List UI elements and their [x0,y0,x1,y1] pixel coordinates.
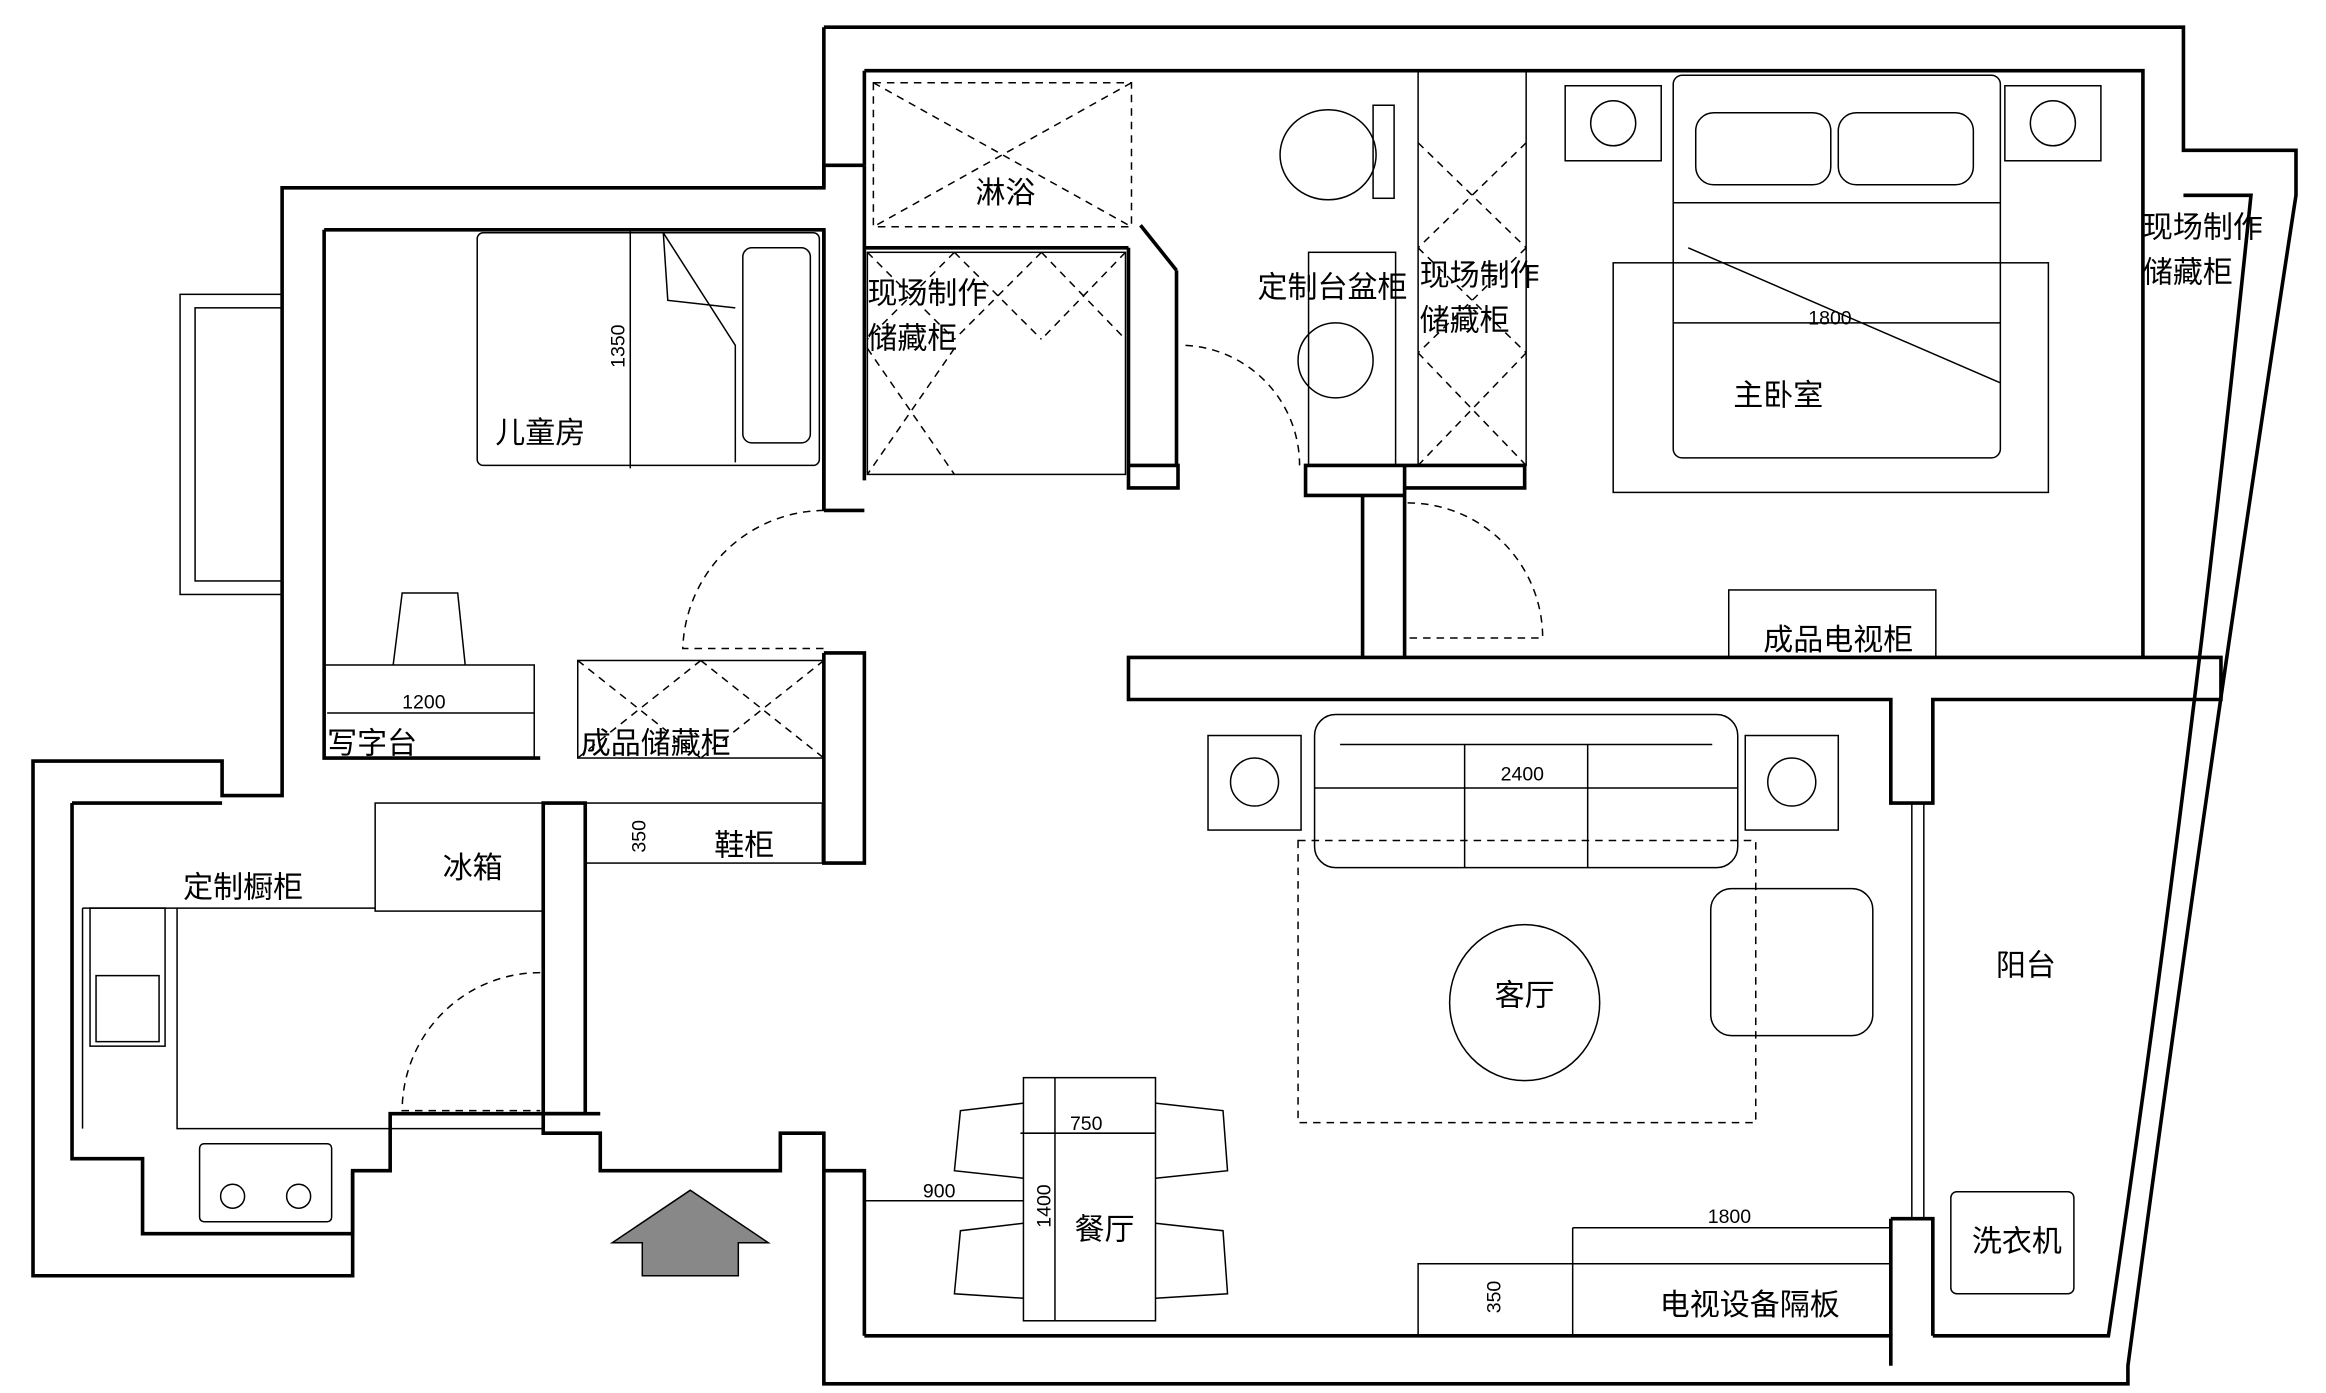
desk [323,664,535,759]
lamp-icon [1229,757,1280,807]
dim-table-width: 750 [1070,1113,1103,1135]
label-storage-3a: 现场制作 [2143,210,2263,245]
dim-table-length: 1400 [1033,1184,1055,1228]
kitchen-door-swing [401,971,541,1112]
tv-cabinet [1727,589,1937,659]
balcony-door [1911,803,1925,1219]
entrance-arrow-icon [609,1189,771,1277]
burner-icon [219,1183,246,1209]
label-dining-room: 餐厅 [1074,1213,1134,1248]
shoe-cabinet [584,802,824,864]
sink-icon [1297,322,1374,399]
sofa-cushions [1314,743,1738,868]
label-balcony: 阳台 [1996,949,2056,984]
sink-basin [95,974,160,1043]
vanity-cabinet [1307,251,1397,467]
kitchen-counter [81,907,544,1130]
side-table-right [1744,734,1840,831]
kids-bed-blanket [662,232,737,463]
dim-shoe: 350 [628,820,650,853]
desk-chair [392,592,466,666]
label-desk: 写字台 [327,727,417,762]
bedroom-rug [1612,262,2050,494]
label-kitchen-cabinet: 定制橱柜 [183,871,303,906]
armchair [1709,887,1874,1037]
pillow-icon [1694,111,1832,186]
label-storage-2a: 现场制作 [1420,258,1540,293]
interior-walls [541,165,2223,1336]
burner-icon [285,1183,312,1209]
storage-cabinet-1-cross [866,251,1127,475]
tv-shelf [1417,1262,1892,1337]
sofa [1313,713,1739,869]
bedroom-door-swing [1407,502,1544,639]
dim-table-offset: 900 [923,1181,956,1203]
storage-cabinet-2 [1417,69,1527,467]
kids-door-swing [682,509,824,650]
label-kids-room: 儿童房 [495,416,585,451]
dim-kids-bed: 1350 [607,324,629,368]
shower-cross [873,82,1132,228]
kids-bed [476,232,821,467]
label-storage-2b: 储藏柜 [1420,303,1510,338]
washing-machine [1950,1190,2075,1295]
label-tv-shelf: 电视设备隔板 [1660,1288,1840,1323]
dim-tv-shelf-depth: 350 [1484,1281,1506,1314]
label-storage-1b: 储藏柜 [867,321,957,356]
storage-cabinet-1 [866,251,1127,476]
label-fridge: 冰箱 [443,851,503,886]
label-storage-1a: 现场制作 [867,276,987,311]
label-storage-finished: 成品储藏柜 [581,727,731,762]
label-shower: 淋浴 [975,176,1035,211]
label-storage-3b: 储藏柜 [2143,255,2233,290]
dim-master-bed: 1800 [1808,307,1852,329]
dim-sofa: 2400 [1501,764,1545,786]
bed-sheet [1673,202,2001,384]
sink-icon [89,907,166,1047]
living-rug [1297,839,1757,1124]
shower-area [872,81,1133,228]
label-tv-cabinet: 成品电视柜 [1763,623,1913,658]
nightstand-right [2004,84,2102,162]
label-living-room: 客厅 [1495,979,1555,1014]
dim-desk: 1200 [402,692,446,714]
label-shoe-cabinet: 鞋柜 [714,829,774,864]
nightstand-left [1564,84,1662,162]
master-bed [1672,74,2002,459]
label-washer: 洗衣机 [1972,1225,2062,1260]
stove-icon [198,1142,333,1223]
outer-wall [31,25,2298,1386]
kids-window-inner [194,307,283,582]
dining-chairs [953,1102,1229,1300]
pillow-icon [1837,111,1975,186]
lamp-icon [1767,757,1817,807]
side-table-left [1207,734,1302,831]
fridge [374,802,544,912]
kids-pillow [742,247,812,444]
lamp-icon [2029,99,2077,147]
dim-tv-shelf-length: 1800 [1708,1206,1752,1228]
toilet-tank [1372,104,1395,200]
coffee-table [1448,923,1601,1082]
toilet-icon [1279,108,1377,201]
dining-table [1022,1076,1157,1322]
label-vanity: 定制台盆柜 [1258,270,1408,305]
label-master-bedroom: 主卧室 [1733,378,1823,413]
bathroom-door-swing [1185,344,1301,466]
lamp-icon [1589,99,1637,147]
